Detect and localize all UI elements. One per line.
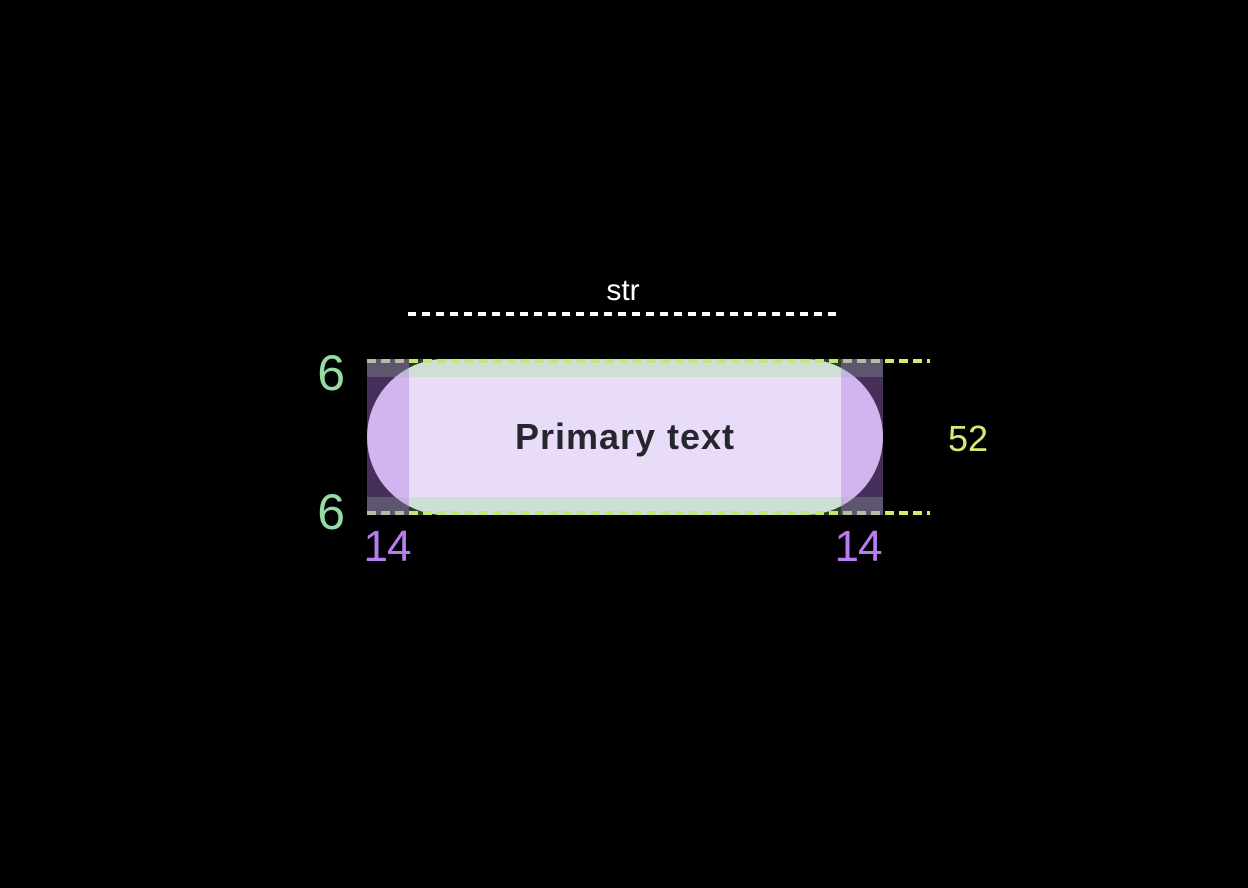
height-value: 52 (948, 418, 989, 459)
primary-button-label: Primary text (514, 416, 736, 457)
padding-right-value: 14 (834, 522, 883, 571)
height-dashed-line-bottom (367, 511, 930, 515)
padding-bottom-value: 6 (317, 484, 345, 540)
padding-top-value: 6 (317, 345, 345, 401)
padding-right-overlay (841, 359, 883, 515)
padding-bottom-overlay (367, 497, 883, 515)
text-width-label: str (606, 274, 640, 307)
primary-button: Primary text (367, 359, 883, 515)
padding-left-value: 14 (363, 522, 412, 571)
button-anatomy: Primary text (367, 359, 930, 515)
height-dashed-line-top (367, 359, 930, 363)
padding-left-overlay (367, 359, 409, 515)
text-width-dashed-line (408, 312, 838, 316)
padding-top-overlay (367, 359, 883, 377)
